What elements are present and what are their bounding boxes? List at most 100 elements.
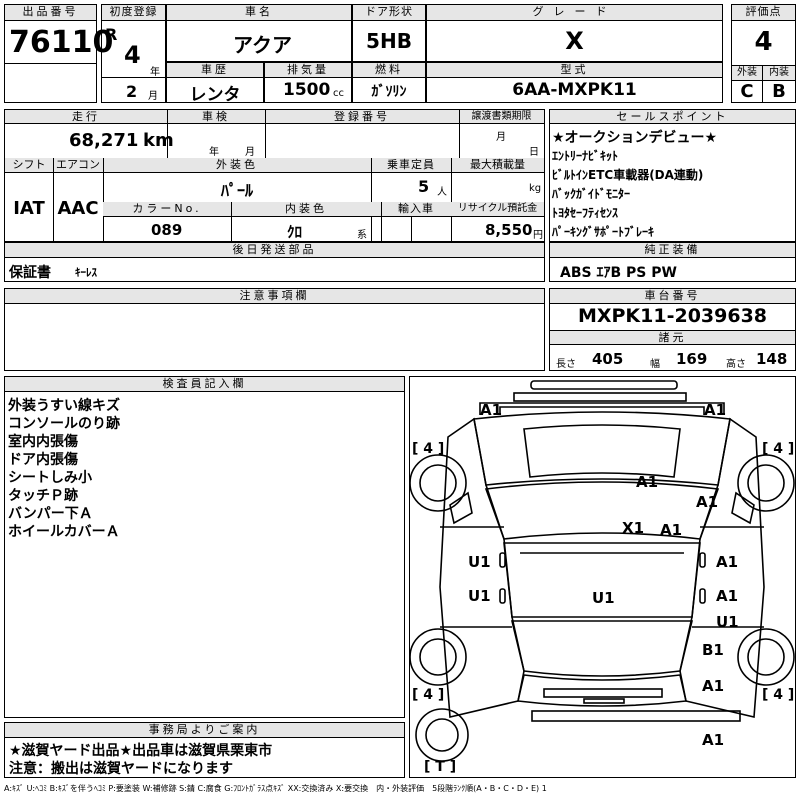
damage-mark: A1 [716,553,738,571]
inspector-box: 検査員記入欄 外装うすい線キズ コンソールのり跡 室内内張傷 ドア内張傷 シート… [4,376,405,718]
damage-mark: U1 [468,587,491,605]
length-label: 長さ [556,359,576,370]
mileage-unit: km [143,130,174,151]
import-label: 輸入車 [398,202,434,215]
inspector-line: シートしみ小 [8,470,92,486]
tire-label-front-left: [ 4 ] [412,441,444,457]
later-parts-main: 保証書 [9,265,51,281]
inspector-label: 検査員記入欄 [5,377,404,392]
tire-label-front-right: [ 4 ] [762,441,794,457]
model-name-label: 車名 [167,5,351,21]
inspector-line: コンソールのり跡 [8,416,120,432]
interior-color-value: ｸﾛ [287,223,303,241]
lot-label: 出品番号 [5,5,96,21]
selling-points-label: セールスポイント [550,110,795,124]
damage-mark: U1 [592,589,615,607]
door-label: ドア形状 [353,5,425,21]
inspector-line: バンパー下Ａ [8,506,93,522]
damage-mark: A1 [636,473,658,491]
fuel-box: 燃料 ｶﾞｿﾘﾝ [352,62,426,103]
exterior-color-label: 外装色 [216,158,258,171]
tire-label-spare: [ T ] [424,759,456,775]
score-interior-label: 内装 [763,65,795,81]
damage-mark: A1 [702,677,724,695]
office-line: 注意：搬出は滋賀ヤードになります [9,761,233,777]
interior-color-unit: 系 [357,230,367,241]
equipment-value: ABS ｴｱB PS PW [560,265,677,281]
max-load-label: 最大積載量 [470,158,525,171]
capacity-label: 乗車定員 [387,158,435,171]
equipment-box: 純正装備 ABS ｴｱB PS PW [549,242,796,282]
displacement-box: 排気量 1500 cc [264,62,352,103]
notes-label: 注意事項欄 [5,289,544,304]
first-reg-month: 2 [126,82,138,101]
selling-points-box: セールスポイント ★オークションデビュー★ ｴﾝﾄﾘｰﾅﾋﾞｷｯﾄ ﾋﾞﾙﾄｲﾝ… [549,109,796,242]
shift-label: シフト [12,158,46,171]
recycle-unit: 円 [533,230,543,241]
inspection-year-unit: 年 [209,147,219,158]
first-reg-label: 初度登録 [102,5,165,21]
grade-label: グレード [427,5,722,21]
history-box: 車歴 レンタ [166,62,264,105]
chassis-value: MXPK11-2039638 [577,305,768,327]
lot-number: 76110 [9,25,114,60]
exterior-color-value: ﾊﾟｰﾙ [220,181,253,200]
displacement-label: 排気量 [265,63,351,78]
score-exterior-value: C [732,81,763,102]
fuel-value: ｶﾞｿﾘﾝ [371,84,407,100]
damage-mark: U1 [716,613,739,631]
later-parts-label: 後日発送部品 [5,243,544,258]
spec-table: 走行 車検 登録番号 譲渡書類期限 68,271 km 年 月 月 日 シフト … [4,109,545,242]
capacity-value: 5 [418,177,430,196]
transfer-month-unit: 月 [496,132,506,143]
damage-mark: X1 [622,519,644,537]
transfer-day-unit: 日 [529,147,539,158]
displacement-value: 1500 [283,80,331,100]
mileage-label: 走行 [72,110,100,123]
inspection-month-unit: 月 [245,147,255,158]
mileage-value: 68,271 [69,130,139,151]
aircon-value: AAC [57,198,99,219]
max-load-unit: kg [529,183,542,194]
tire-label-rear-left: [ 4 ] [412,687,444,703]
recycle-label: リサイクル預託金 [457,203,538,214]
score-box: 評価点 4 外装 内装 C B [731,4,796,103]
score-interior-value: B [772,81,786,102]
notes-box: 注意事項欄 [4,288,545,371]
selling-point-line: ｴﾝﾄﾘｰﾅﾋﾞｷｯﾄ [552,149,619,163]
lot-box: 出品番号 76110 [4,4,113,103]
chassis-box: 車台番号 MXPK11-2039638 諸元 長さ 405 幅 169 高さ 1… [549,288,796,371]
shift-value: IAT [13,198,45,219]
score-value: 4 [754,27,773,57]
width-value: 169 [676,350,708,368]
selling-point-line: ﾋﾞﾙﾄｲﾝETC車載器(DA連動) [552,168,704,182]
aircon-label: エアコン [56,158,100,171]
selling-point-line: ★オークションデビュー★ [552,130,718,146]
selling-point-line: ﾊﾟｰｷﾝｸﾞｻﾎﾟｰﾄﾌﾞﾚｰｷ [552,225,655,239]
chassis-label: 車台番号 [550,289,795,304]
transfer-label: 譲渡書類期限 [471,111,532,122]
selling-point-line: ﾄﾖﾀｾｰﾌﾃｨｾﾝｽ [552,206,619,220]
equipment-label: 純正装備 [550,243,795,258]
later-parts-box: 後日発送部品 保証書 ｷｰﾚｽ [4,242,545,282]
height-value: 148 [756,350,788,368]
grade-box: グレード X [426,4,723,62]
selling-point-line: ﾊﾞｯｸｶﾞｲﾄﾞﾓﾆﾀｰ [552,187,631,201]
inspector-line: ホイールカバーＡ [8,524,120,540]
damage-mark: A1 [480,401,502,419]
damage-mark: A1 [660,521,682,539]
model-name-value: アクア [233,33,292,57]
tire-label-rear-right: [ 4 ] [762,687,794,703]
door-box: ドア形状 5HB [352,4,426,62]
inspector-line: ドア内張傷 [8,452,78,468]
first-registration-box: 初度登録 R 4 年 2 月 [101,4,166,103]
color-no-value: 089 [151,221,183,239]
car-outline: [ 4 ] [ 4 ] [ 4 ] [ 4 ] [ T ] A1 A1 A1 A… [410,380,795,775]
displacement-unit: cc [333,88,344,99]
first-reg-year-unit: 年 [150,67,160,78]
height-label: 高さ [726,359,746,370]
dimensions-label: 諸元 [550,330,795,345]
legend: A:ｷｽﾞ U:ﾍｺﾐ B:ｷｽﾞを伴うﾍｺﾐ P:要塗装 W:補修跡 S:錆 … [4,784,547,793]
grade-value: X [565,27,584,55]
first-reg-era: R [105,25,118,44]
